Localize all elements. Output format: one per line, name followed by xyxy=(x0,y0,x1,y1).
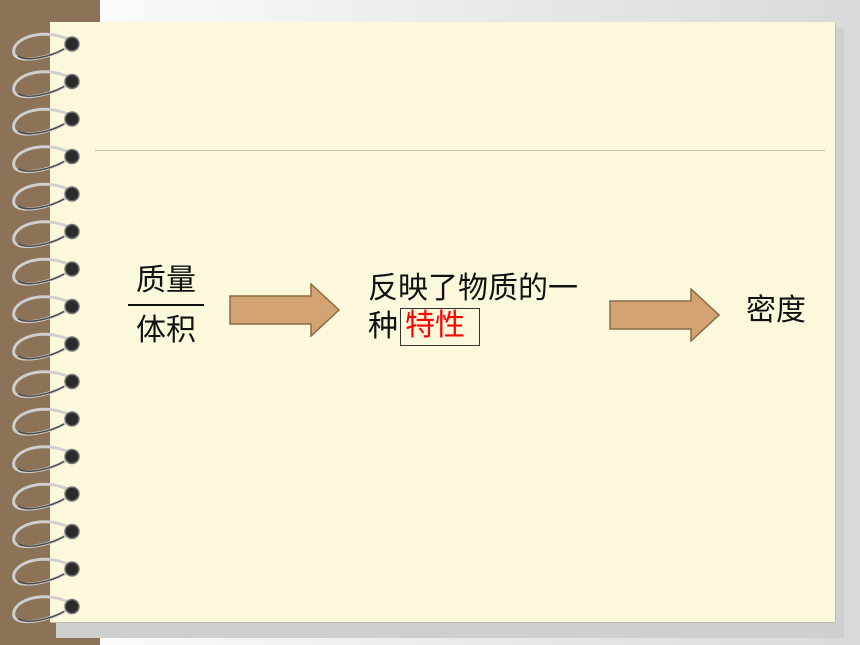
coil-wire xyxy=(12,220,72,249)
binding-hole xyxy=(64,223,80,240)
description-line-2: 种特性 xyxy=(368,308,613,346)
coil-wire xyxy=(12,70,72,99)
binding-hole xyxy=(64,298,80,315)
coil-shadow xyxy=(17,273,65,285)
right-arrow-icon xyxy=(609,288,721,342)
coil-wire xyxy=(12,407,72,436)
coil-wire xyxy=(12,557,72,586)
coil-shadow xyxy=(17,348,65,360)
coil-wire xyxy=(12,332,72,361)
binding-hole xyxy=(64,73,80,90)
answer-box: 特性 xyxy=(400,308,480,346)
coil-wire xyxy=(12,145,72,174)
coil-wire xyxy=(12,32,72,61)
coil-shadow xyxy=(17,460,65,472)
binding-hole xyxy=(64,186,80,202)
coil-wire xyxy=(12,257,72,286)
coil-shadow xyxy=(17,310,65,322)
answer-text: 特性 xyxy=(405,308,465,343)
coil-wire xyxy=(12,295,72,324)
binding-hole xyxy=(64,523,80,540)
spiral-binding-icon xyxy=(12,32,80,624)
coil-shadow xyxy=(17,610,65,622)
fraction-numerator: 质量 xyxy=(136,263,196,298)
binding-hole xyxy=(64,36,80,52)
coil-wire xyxy=(12,595,72,624)
coil-wire xyxy=(12,370,72,399)
binding-hole xyxy=(64,373,80,390)
result-term: 密度 xyxy=(746,293,806,328)
binding-hole xyxy=(64,598,80,615)
coil-shadow xyxy=(17,423,65,435)
mass-over-volume-fraction: 质量 体积 xyxy=(128,262,204,350)
binding-hole xyxy=(64,261,80,277)
description-line-2-prefix: 种 xyxy=(368,309,398,344)
coil-wire xyxy=(12,520,72,549)
coil-shadow xyxy=(17,198,65,210)
binding-hole xyxy=(64,148,80,165)
right-arrow-icon xyxy=(229,283,341,337)
fraction-denominator: 体积 xyxy=(136,313,196,348)
binding-hole xyxy=(64,561,80,577)
coil-shadow xyxy=(17,573,65,585)
coil-shadow xyxy=(17,535,65,547)
fraction-bar xyxy=(128,304,204,306)
coil-wire xyxy=(12,445,72,474)
coil-shadow xyxy=(17,498,65,510)
coil-shadow xyxy=(17,48,65,60)
header-divider xyxy=(95,150,825,151)
coil-shadow xyxy=(17,160,65,172)
binding-hole xyxy=(64,486,80,502)
binding-hole xyxy=(64,336,80,352)
coil-shadow xyxy=(17,123,65,135)
description-text: 反映了物质的一 种特性 xyxy=(368,270,613,346)
coil-shadow xyxy=(17,385,65,397)
coil-wire xyxy=(12,482,72,511)
binding-hole xyxy=(64,448,80,465)
binding-hole xyxy=(64,111,80,127)
binding-hole xyxy=(64,411,80,427)
description-line-1: 反映了物质的一 xyxy=(368,271,578,306)
coil-shadow xyxy=(17,235,65,247)
coil-shadow xyxy=(17,85,65,97)
coil-wire xyxy=(12,182,72,211)
coil-wire xyxy=(12,107,72,136)
